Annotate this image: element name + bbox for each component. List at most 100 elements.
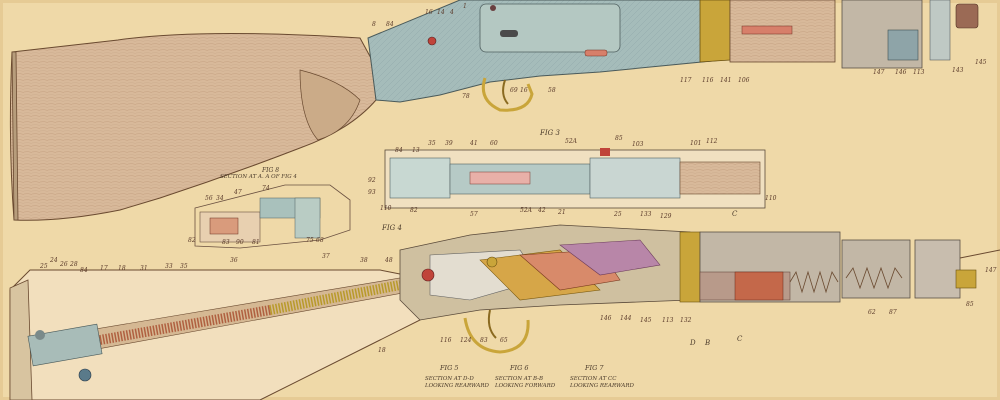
fig4-pivot-brass: [486, 256, 498, 268]
part-number-fig8: 56: [205, 195, 213, 202]
part-number-fig4: 129: [660, 213, 672, 220]
section-mark-b: B: [704, 339, 710, 347]
part-number-top: 16: [425, 9, 433, 16]
fig4-butt-plate: [9, 279, 33, 400]
part-number-top: 1: [463, 3, 467, 10]
top-slot: [500, 30, 518, 37]
part-number-fig4: 24: [49, 257, 58, 264]
fig4-brass-ring: [679, 231, 701, 303]
fig8-title: FIG 8: [261, 167, 279, 174]
top-action-bar: [741, 25, 793, 35]
fig7-caption-a: SECTION AT CC: [570, 376, 617, 382]
fig4-pivot-red: [421, 268, 435, 282]
fig5-caption-a: SECTION AT D-D: [425, 376, 474, 382]
part-number-fig4: 42: [537, 207, 546, 214]
fig6-caption-b: LOOKING FORWARD: [494, 383, 556, 389]
part-number-fig3: 110: [765, 195, 777, 202]
part-number-fig8: 47: [233, 189, 242, 196]
part-number-fig4: 62: [868, 309, 876, 316]
part-number-top: 143: [952, 67, 964, 74]
part-number-fig3: 84: [395, 147, 403, 154]
fig3-rear: [389, 157, 451, 199]
top-pin-dark: [490, 5, 496, 11]
part-number-fig4: 37: [322, 253, 330, 260]
fig3-title: FIG 3: [539, 129, 560, 137]
fig6-caption-a: SECTION AT B-B: [495, 376, 543, 382]
part-number-fig3: 101: [690, 140, 701, 147]
part-number-fig4: 124: [460, 337, 472, 344]
part-number-fig8: 75: [306, 237, 314, 244]
fig4-muzzle-line: [959, 249, 1000, 259]
top-trigger-guard: [481, 77, 534, 112]
section-captions: FIG 5 SECTION AT D-D LOOKING REARWARD FI…: [424, 364, 635, 389]
top-stock: [9, 32, 377, 221]
fig6-title: FIG 6: [509, 364, 528, 372]
part-number-fig4: 85: [966, 301, 974, 308]
part-number-fig4: 35: [180, 263, 188, 270]
part-number-fig3: 82: [410, 207, 418, 214]
part-number-fig3: 92: [368, 177, 376, 184]
top-link-copper: [584, 49, 608, 57]
part-number-fig4: 38: [360, 257, 368, 264]
part-number-fig4: 65: [500, 337, 508, 344]
part-number-fig3: 13: [412, 147, 420, 154]
fig3-red-pin: [600, 148, 610, 156]
part-number-top: 146: [895, 69, 907, 76]
top-pin-red: [427, 36, 437, 46]
part-number-fig4: 52A: [520, 207, 533, 214]
part-number-fig4: 21: [557, 209, 566, 216]
fig4-piston-copper: [734, 271, 784, 301]
fig4-purple-parts: [559, 239, 661, 276]
top-muzzle-cap: [955, 3, 979, 29]
fig4-buffer-pin: [35, 330, 45, 340]
part-number-top: 14: [437, 9, 445, 16]
part-number-fig4: 113: [662, 317, 674, 324]
part-number-fig4: 33: [165, 263, 173, 270]
part-number-fig3: 85: [615, 135, 623, 142]
fig8-block: [209, 217, 239, 235]
top-rifle-view: [9, 0, 979, 221]
part-number-top: 78: [462, 93, 470, 100]
fig3-barrel: [679, 161, 761, 195]
part-number-fig3: 35: [428, 140, 436, 147]
part-number-fig4: 83: [480, 337, 488, 344]
fig4-front-spring: [845, 266, 903, 290]
fig4-muzzle-brass: [955, 269, 977, 289]
top-brass-ring: [699, 0, 731, 63]
part-number-fig3: 112: [706, 138, 718, 145]
part-number-fig8: 90: [236, 239, 244, 246]
part-number-top: 106: [738, 77, 750, 84]
part-number-fig8: 81: [252, 239, 260, 246]
top-trigger: [502, 79, 509, 105]
part-number-fig4: 133: [640, 211, 652, 218]
part-number-fig4: 26: [59, 261, 68, 268]
part-number-fig3: 103: [632, 141, 644, 148]
part-number-fig3: 60: [490, 140, 498, 147]
fig5-title: FIG 5: [439, 364, 458, 372]
part-number-fig3: 39: [445, 140, 453, 147]
fig8-caption: SECTION AT A. A OF FIG 4: [220, 174, 297, 180]
top-receiver-panel: [479, 3, 621, 53]
fig3-firing-pin: [469, 171, 531, 185]
top-butt-plate: [11, 51, 19, 221]
part-number-top: 84: [386, 21, 394, 28]
part-number-fig8: 82: [188, 237, 196, 244]
part-number-fig4: 25: [613, 211, 622, 218]
fig4-barrel-spring: [789, 270, 839, 294]
fig4-buffer-screw: [78, 368, 92, 382]
fig4-rifle-section: FIG 4 D B C C: [9, 210, 1000, 400]
fig4-trigger: [487, 309, 497, 339]
part-number-top: 147: [873, 69, 885, 76]
part-number-fig4: 18: [378, 347, 386, 354]
part-number-fig4: 132: [680, 317, 692, 324]
part-number-fig4: 87: [889, 309, 897, 316]
part-number-top: 8: [372, 21, 376, 28]
fig4-trigger-guard: [463, 317, 530, 354]
top-barrel-end: [929, 0, 951, 61]
fig7-title: FIG 7: [584, 364, 604, 372]
part-number-top: 58: [548, 87, 556, 94]
part-number-fig8: 34: [216, 195, 224, 202]
part-number-top: 117: [680, 77, 692, 84]
part-number-fig4: 28: [69, 261, 78, 268]
part-number-fig4: 145: [640, 317, 652, 324]
